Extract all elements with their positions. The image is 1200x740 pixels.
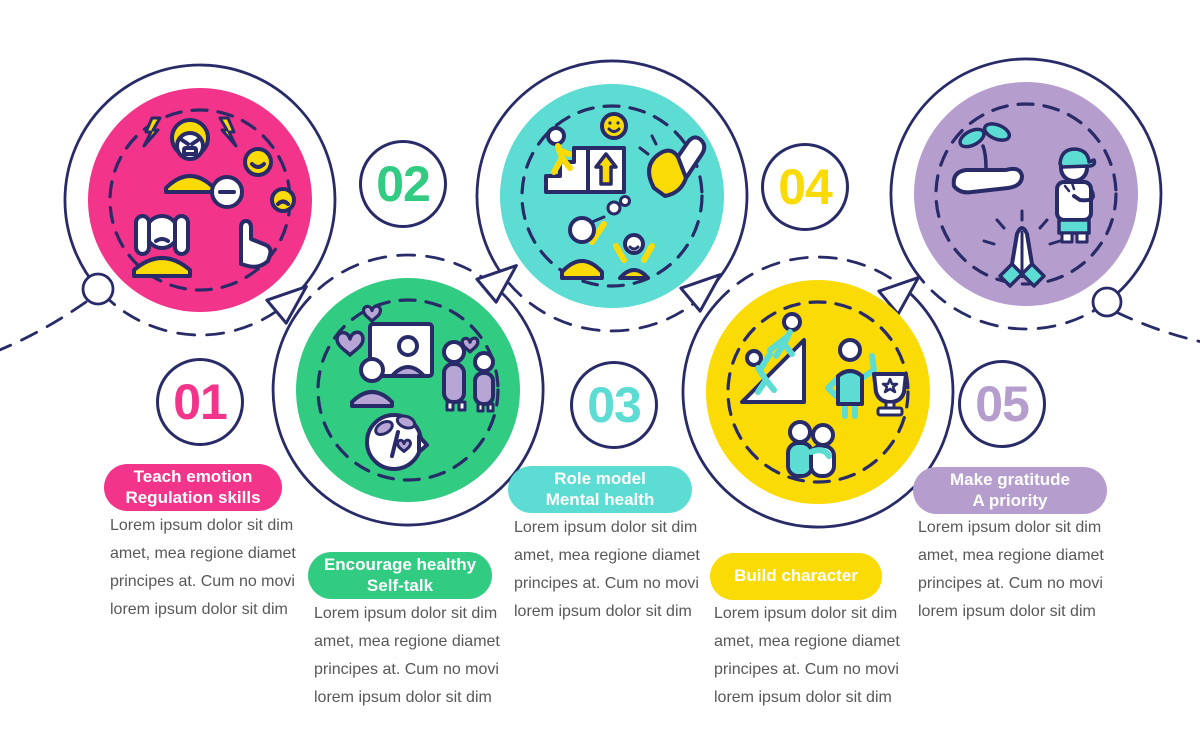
supportive-people-icon	[442, 336, 495, 413]
step-1-title-badge: Teach emotion Regulation skills	[104, 464, 282, 511]
step5-circle	[914, 82, 1138, 306]
arrow-3-icon	[679, 273, 722, 313]
ring-5-dashed	[918, 276, 1109, 331]
applause-icon	[638, 134, 707, 198]
step5-icons	[951, 122, 1097, 288]
step-2-description: Lorem ipsum dolor sit dim amet, mea regi…	[314, 605, 500, 706]
hug-icon	[786, 420, 836, 478]
step-5-description: Lorem ipsum dolor sit dim amet, mea regi…	[918, 519, 1104, 620]
step-1-title: Teach emotion Regulation skills	[125, 467, 261, 507]
ring-2-dashed	[297, 253, 496, 312]
step-2-title-badge: Encourage healthy Self-talk	[308, 552, 492, 599]
node-circle-left	[81, 272, 115, 306]
step-3-number: 03	[570, 361, 658, 449]
step1-icons	[132, 116, 296, 278]
step2-icons	[335, 304, 495, 471]
arrow-2-icon	[475, 264, 518, 304]
grateful-person-icon	[1055, 147, 1097, 244]
ring-3-dashed	[502, 275, 707, 333]
praying-hands-icon	[982, 209, 1062, 288]
flow-rings	[0, 57, 1200, 529]
step1-circle	[88, 88, 312, 312]
node-circle-right	[1091, 286, 1123, 318]
ring-2-solid	[271, 284, 545, 527]
growth-stairs-icon	[544, 112, 628, 194]
step3-circle	[500, 84, 724, 308]
ring-1-dashed	[96, 287, 301, 337]
step-3-description: Lorem ipsum dolor sit dim amet, mea regi…	[514, 519, 700, 620]
step-4-number: 04	[761, 143, 849, 231]
step-3-title-badge: Role model Mental health	[508, 466, 692, 513]
step-4-title: Build character	[734, 566, 858, 586]
step3-icons	[544, 112, 707, 280]
ring-1-solid	[63, 63, 337, 294]
champion-trophy-icon	[825, 338, 908, 419]
ring-3-solid	[475, 59, 749, 295]
angry-person-icon	[142, 116, 238, 194]
step4-disc	[706, 280, 930, 504]
positive-mind-icon	[365, 413, 429, 471]
step-2-title: Encourage healthy Self-talk	[323, 555, 477, 595]
arrow-4-icon	[877, 276, 920, 316]
step-5-number: 05	[958, 360, 1046, 448]
step-4-title-badge: Build character	[710, 553, 882, 600]
step2-dashed-ring	[316, 298, 500, 482]
video-call-hearts-icon	[335, 304, 434, 408]
step4-circle	[706, 280, 930, 504]
arrow-1-icon	[265, 285, 308, 325]
step2-circle	[296, 278, 520, 502]
step-3-title: Role model Mental health	[545, 469, 655, 509]
overcome-challenge-icon	[740, 312, 806, 404]
step4-icons	[740, 312, 908, 478]
flow-arrows	[265, 264, 920, 325]
family-play-icon	[560, 195, 655, 280]
step4-dashed-ring	[726, 300, 910, 484]
step-4-description: Lorem ipsum dolor sit dim amet, mea regi…	[714, 605, 900, 706]
ring-5-solid	[889, 57, 1163, 304]
step5-dashed-ring	[934, 102, 1118, 286]
step3-dashed-ring	[520, 104, 704, 288]
step-2-number: 02	[359, 140, 447, 228]
sprout-in-hand-icon	[951, 122, 1024, 195]
step-1-number: 01	[156, 358, 244, 446]
ring-4-solid	[681, 286, 955, 529]
emotion-rating-hand-icon	[210, 147, 296, 269]
edge-dash-left	[0, 300, 88, 352]
person-covering-ears-icon	[132, 214, 192, 278]
ring-4-dashed	[715, 255, 906, 305]
edge-dash-right	[1114, 310, 1200, 343]
step-5-title-badge: Make gratitude A priority	[913, 467, 1107, 514]
step-1-description: Lorem ipsum dolor sit dim amet, mea regi…	[110, 517, 296, 618]
step-5-title: Make gratitude A priority	[950, 470, 1070, 510]
